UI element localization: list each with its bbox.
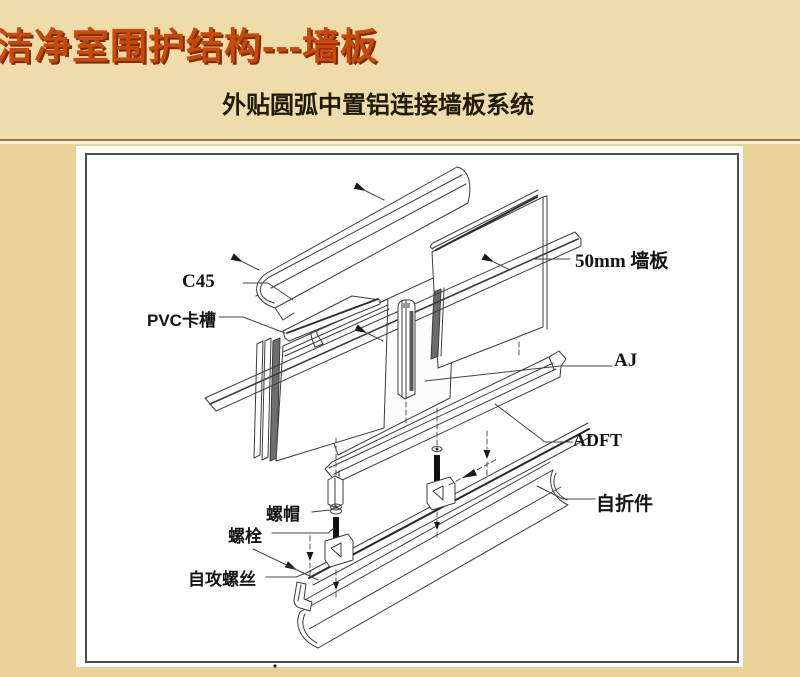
- label-aj: AJ: [614, 350, 638, 371]
- label-adft: ADFT: [573, 430, 622, 450]
- diagram-canvas: [76, 146, 743, 667]
- label-nut: 螺帽: [266, 505, 300, 524]
- label-pvc-card-slot: PVC卡槽: [147, 311, 216, 330]
- label-self-folding-piece: 自折件: [596, 494, 654, 515]
- label-self-tapping-screw: 自攻螺丝: [188, 570, 256, 589]
- label-50mm-wall-panel: 50mm 墙板: [575, 251, 669, 272]
- diagram-border: [85, 153, 739, 663]
- label-c45: C45: [182, 271, 215, 292]
- page-title: 洁净室围护结构---墙板: [0, 26, 378, 67]
- page-subtitle: 外贴圆弧中置铝连接墙板系统: [222, 92, 534, 119]
- title-band: [0, 0, 800, 141]
- label-bolt: 螺栓: [228, 527, 262, 546]
